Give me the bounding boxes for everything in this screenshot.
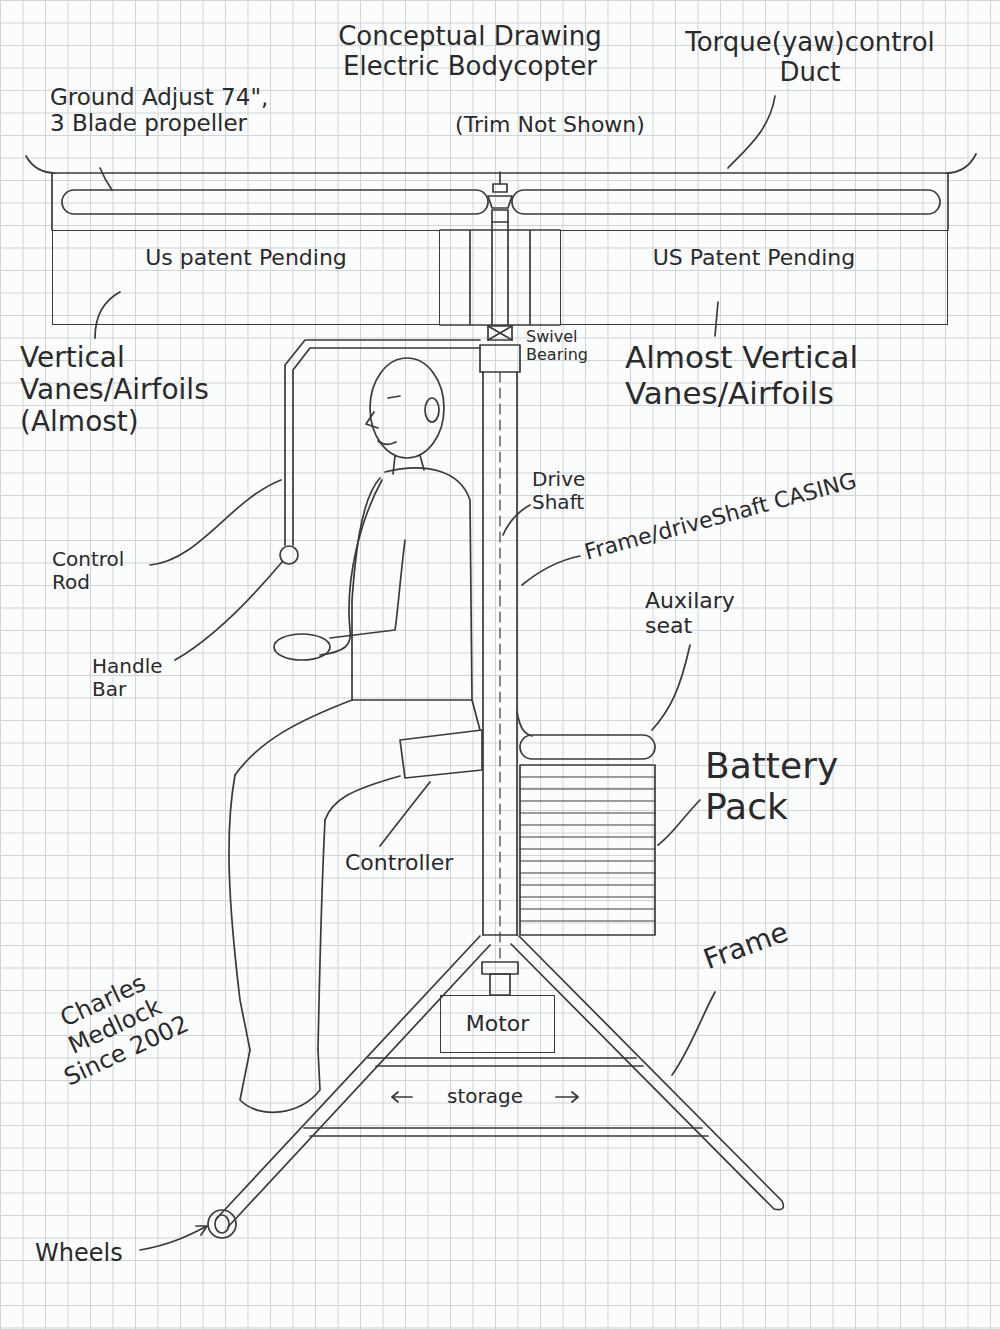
motor-box: Motor bbox=[440, 995, 555, 1053]
title: Conceptual Drawing Electric Bodycopter bbox=[300, 22, 640, 82]
swivel-bearing bbox=[488, 326, 512, 340]
leader-line bbox=[652, 645, 690, 730]
ear bbox=[425, 398, 439, 422]
rod bbox=[285, 340, 480, 545]
frame-leg bbox=[511, 936, 783, 1210]
leader-line bbox=[95, 292, 120, 338]
leader-arrow bbox=[140, 1226, 207, 1250]
duct-rim bbox=[26, 154, 976, 173]
frame-leg bbox=[217, 936, 490, 1227]
node-text: Motor bbox=[466, 1011, 530, 1036]
crossbar bbox=[304, 1128, 708, 1136]
thigh bbox=[325, 776, 400, 820]
foot bbox=[240, 1050, 320, 1112]
leader-line bbox=[658, 800, 700, 845]
battery-box bbox=[520, 765, 655, 935]
callout-label: Control Rod bbox=[52, 548, 152, 594]
callout-label: Controller bbox=[345, 850, 453, 875]
leader-line bbox=[380, 782, 430, 846]
seat-bracket bbox=[517, 712, 532, 736]
thigh bbox=[235, 700, 352, 775]
leader-line bbox=[503, 505, 530, 535]
rod bbox=[293, 348, 480, 545]
leader-line bbox=[728, 96, 775, 168]
swivel-bearing bbox=[488, 326, 512, 340]
hub-bolt bbox=[499, 172, 501, 184]
leader-line bbox=[175, 562, 282, 660]
callout-label: Almost Vertical Vanes/Airfoils bbox=[625, 340, 965, 411]
waist bbox=[352, 700, 480, 730]
hub bbox=[488, 196, 512, 208]
note: (Trim Not Shown) bbox=[420, 112, 680, 137]
callout-label: Auxilary seat bbox=[645, 588, 780, 639]
blade bbox=[512, 190, 940, 214]
callout-label: Ground Adjust 74", 3 Blade propeller bbox=[50, 84, 280, 137]
battery-pack bbox=[520, 765, 655, 935]
callout-label: Frame bbox=[699, 916, 792, 976]
lower-leg bbox=[229, 775, 250, 1050]
vane-panel: US Patent Pending bbox=[560, 230, 948, 325]
callout-label: Drive Shaft bbox=[532, 468, 632, 514]
wheel bbox=[215, 1215, 229, 1233]
lower-leg bbox=[318, 820, 325, 1050]
battery-cells bbox=[520, 777, 655, 921]
callout-label: Wheels bbox=[35, 1240, 123, 1268]
control-rod bbox=[280, 340, 480, 564]
leader-line bbox=[100, 168, 112, 190]
torso bbox=[385, 468, 472, 700]
seats bbox=[400, 712, 655, 778]
crossbar bbox=[368, 1058, 643, 1066]
callout-label: Vertical Vanes/Airfoils (Almost) bbox=[20, 342, 270, 439]
handle-ball bbox=[280, 546, 298, 564]
duct bbox=[26, 154, 976, 325]
duct-wall bbox=[52, 173, 948, 230]
propeller bbox=[62, 172, 940, 222]
coupling bbox=[490, 974, 510, 995]
hub bbox=[492, 210, 508, 222]
torso bbox=[352, 478, 380, 700]
node-text: Us patent Pending bbox=[145, 245, 347, 270]
coupling bbox=[482, 962, 518, 974]
drive-shaft bbox=[499, 372, 500, 962]
frame bbox=[208, 935, 783, 1238]
duct-center bbox=[440, 222, 560, 325]
leader-line bbox=[150, 480, 281, 565]
arm bbox=[320, 480, 382, 655]
signature: Charles Medlock Since 2002 bbox=[30, 957, 201, 1095]
callout-label: Torque(yaw)control Duct bbox=[655, 28, 965, 88]
area-label: storage bbox=[420, 1085, 550, 1108]
leader-line bbox=[672, 992, 715, 1075]
frame-joint bbox=[483, 934, 517, 936]
vane-panel: Us patent Pending bbox=[52, 230, 440, 325]
controller-box bbox=[400, 730, 482, 778]
leader-line bbox=[522, 556, 580, 585]
auxiliary-seat bbox=[520, 735, 655, 759]
neck bbox=[393, 455, 424, 474]
callout-label: Battery Pack bbox=[705, 745, 900, 828]
arm bbox=[330, 540, 405, 638]
leader-line bbox=[715, 302, 718, 336]
callout-label: Frame/driveShaft CASING bbox=[582, 468, 859, 565]
shaft bbox=[480, 326, 520, 962]
wheel bbox=[208, 1210, 236, 1238]
face bbox=[366, 396, 400, 444]
casing-cap bbox=[480, 345, 520, 372]
hands bbox=[274, 634, 330, 660]
callout-label: Handle Bar bbox=[92, 655, 197, 701]
hub bbox=[493, 184, 507, 192]
node-text: US Patent Pending bbox=[653, 245, 856, 270]
blade bbox=[62, 190, 488, 214]
callout-label: Swivel Bearing bbox=[526, 328, 616, 365]
